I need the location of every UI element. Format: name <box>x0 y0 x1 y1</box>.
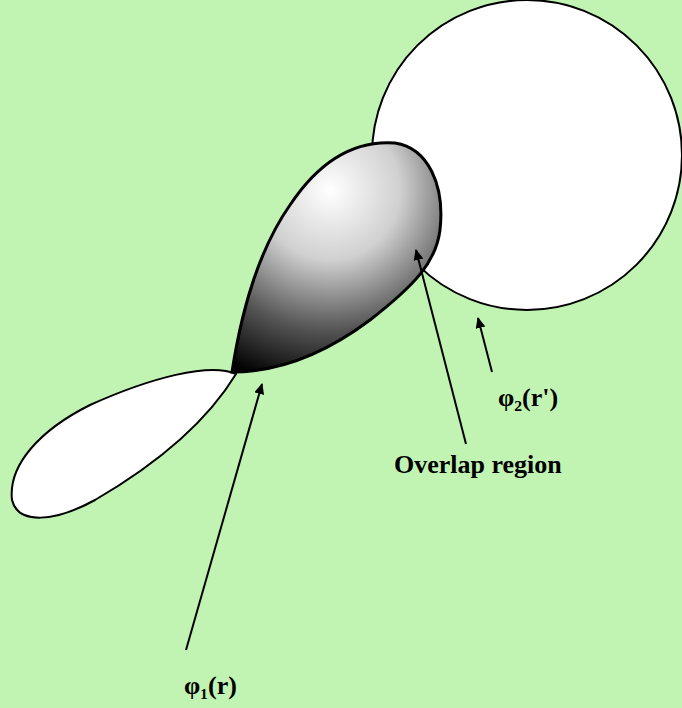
leader-line <box>478 318 492 372</box>
orbital-label: φ₂(r') <box>498 384 558 413</box>
orbital-label: Overlap region <box>394 451 562 480</box>
p-orbital-lower-lobe <box>12 370 236 518</box>
leader-line <box>416 250 466 444</box>
p-orbital-upper-lobe <box>232 143 441 372</box>
orbital-label: φ₁(r) <box>184 672 237 701</box>
leader-line <box>186 384 262 650</box>
